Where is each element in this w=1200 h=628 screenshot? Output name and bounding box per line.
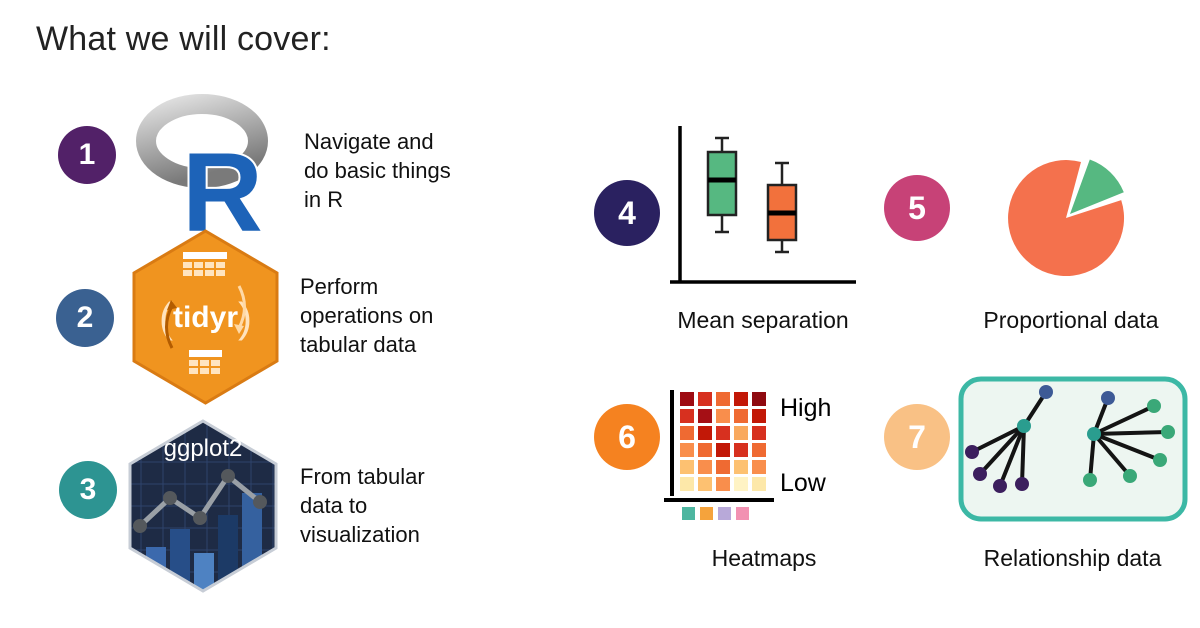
r-logo-letter: R [182, 130, 263, 238]
page-title: What we will cover: [36, 20, 331, 58]
tidyr-bottom-table [189, 350, 222, 374]
heatmap-annotation-swatch [682, 507, 695, 520]
topic-7-caption: Relationship data [983, 545, 1162, 571]
tidyr-arrowhead-left [167, 300, 177, 310]
heatmap-cell [734, 426, 748, 440]
heatmap-annotation-row [682, 507, 749, 520]
text-line: tabular data [300, 332, 417, 357]
heatmap-cell [680, 477, 694, 491]
topic-4-badge: 4 [594, 180, 660, 246]
text-line: do basic things [304, 158, 451, 183]
topic-6-caption: Heatmaps [711, 545, 817, 571]
pie-main-slice [1008, 160, 1125, 277]
topic-3-badge: 3 [59, 461, 117, 519]
heatmap-cell [716, 426, 730, 440]
text-line: From tabular [300, 464, 425, 489]
pie-chart-illustration [1008, 159, 1125, 277]
topic-1-description: Navigate and do basic things in R [304, 127, 504, 214]
heatmap-cell [752, 409, 766, 423]
heatmap-cell [716, 460, 730, 474]
heatmap-cell [716, 409, 730, 423]
heatmap-cell [698, 392, 712, 406]
heatmap-cell [680, 443, 694, 457]
heatmap-cell [734, 392, 748, 406]
heatmap-low-label: Low [780, 469, 827, 497]
heatmap-cell [698, 443, 712, 457]
heatmap-cell [698, 409, 712, 423]
ggplot2-line-plot [133, 469, 267, 533]
tidyr-arrow-left [165, 305, 174, 349]
tidyr-hexagon [132, 229, 279, 405]
heatmap-cell [680, 460, 694, 474]
heatmap-cell [734, 443, 748, 457]
ggplot2-label: ggplot2 [164, 435, 243, 462]
heatmap-cell [716, 443, 730, 457]
boxplot-orange [766, 161, 798, 254]
heatmap-cell [716, 392, 730, 406]
ggplot2-hexagon-border [128, 419, 278, 593]
heatmap-cell [716, 477, 730, 491]
tidyr-top-table [183, 252, 227, 276]
topic-2-badge: 2 [56, 289, 114, 347]
topic-4-caption: Mean separation [677, 307, 849, 333]
heatmap-cell [734, 460, 748, 474]
text-line: Navigate and [304, 129, 434, 154]
heatmap-cell [752, 392, 766, 406]
heatmap-annotation-swatch [700, 507, 713, 520]
tidyr-label: tidyr [173, 301, 238, 334]
network-nodes [965, 385, 1175, 493]
heatmap-cell [680, 426, 694, 440]
heatmap-high-label: High [780, 394, 831, 422]
boxplot-illustration [670, 126, 856, 284]
tidyr-logo: ( tidyr ) [132, 229, 279, 405]
topic-7-badge: 7 [884, 404, 950, 470]
heatmap-annotation-swatch [718, 507, 731, 520]
heatmap-cell [680, 392, 694, 406]
heatmap-cell [680, 409, 694, 423]
heatmap-cell [752, 460, 766, 474]
text-line: in R [304, 187, 344, 212]
ggplot2-logo: ggplot2 [128, 419, 278, 593]
tidyr-arrowhead-right [234, 324, 244, 334]
network-illustration [958, 376, 1188, 522]
topic-3-description: From tabular data to visualization [300, 462, 500, 549]
pie-small-slice [1070, 159, 1124, 214]
heatmap-cell [752, 426, 766, 440]
topic-6-badge: 6 [594, 404, 660, 470]
heatmap-cell [698, 460, 712, 474]
r-logo: R [136, 94, 268, 238]
heatmap-cell [734, 409, 748, 423]
topic-1-badge: 1 [58, 126, 116, 184]
heatmap-cell [752, 477, 766, 491]
heatmap-cell [698, 477, 712, 491]
heatmap-cell [734, 477, 748, 491]
heatmap-cells [680, 392, 766, 491]
tidyr-arrow-right [237, 285, 246, 329]
text-line: data to [300, 493, 368, 518]
text-line: Perform [300, 274, 379, 299]
heatmap-cell [752, 443, 766, 457]
heatmap-cell [698, 426, 712, 440]
topic-5-badge: 5 [884, 175, 950, 241]
topic-2-description: Perform operations on tabular data [300, 272, 500, 359]
text-line: operations on [300, 303, 434, 328]
heatmap-illustration: High Low [664, 390, 831, 520]
text-line: visualization [300, 522, 420, 547]
r-logo-ring [136, 94, 268, 188]
boxplot-green [706, 136, 738, 234]
topic-5-caption: Proportional data [983, 307, 1159, 333]
heatmap-annotation-swatch [736, 507, 749, 520]
